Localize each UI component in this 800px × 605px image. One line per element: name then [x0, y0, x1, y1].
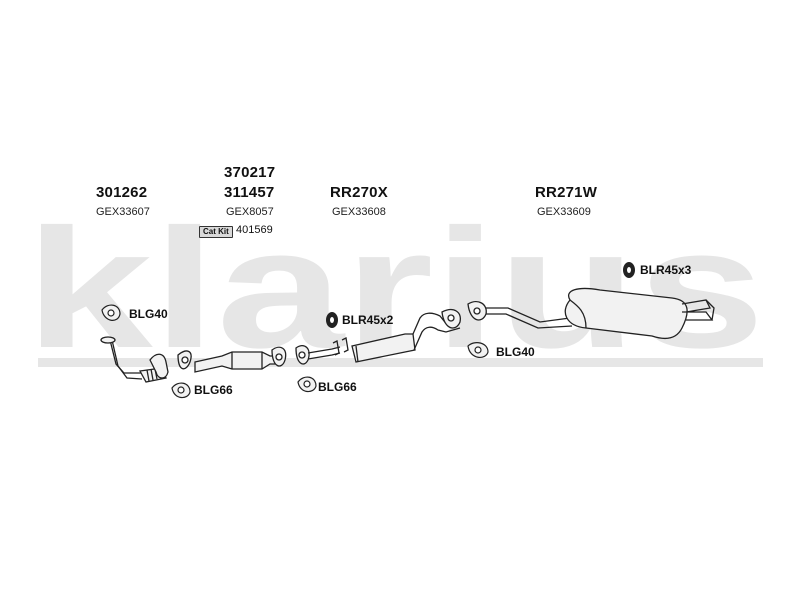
watermark-logo: klarius — [25, 194, 765, 384]
gasket-icon — [467, 342, 489, 358]
reference-code: GEX8057 — [226, 206, 274, 218]
accessory-label[interactable]: BLR45x3 — [640, 263, 692, 277]
cat-kit-number[interactable]: 401569 — [236, 224, 273, 236]
accessory-label[interactable]: BLG66 — [318, 380, 357, 394]
part-number[interactable]: 370217 — [224, 164, 276, 181]
rubber-mount-icon — [623, 262, 635, 278]
reference-code: GEX33609 — [537, 206, 591, 218]
accessory-label[interactable]: BLR45x2 — [342, 313, 394, 327]
catalytic-converter[interactable] — [177, 346, 287, 373]
watermark-underline — [38, 358, 763, 367]
part-number[interactable]: RR271W — [535, 184, 598, 201]
accessory-label[interactable]: BLG40 — [496, 345, 535, 359]
gasket-icon — [101, 304, 121, 321]
rubber-mount-icon — [326, 312, 338, 328]
part-number[interactable]: RR270X — [330, 184, 388, 201]
part-number[interactable]: 311457 — [224, 184, 275, 201]
part-number[interactable]: 301262 — [96, 184, 148, 201]
rear-silencer[interactable] — [467, 287, 715, 340]
accessory-label[interactable]: BLG40 — [129, 307, 168, 321]
reference-code: GEX33608 — [332, 206, 386, 218]
accessory-label[interactable]: BLG66 — [194, 383, 233, 397]
front-downpipe[interactable] — [100, 336, 169, 383]
intermediate-pipe[interactable] — [295, 308, 461, 365]
gasket-icon — [297, 376, 317, 393]
cat-kit-badge: Cat Kit — [199, 226, 233, 238]
reference-code: GEX33607 — [96, 206, 150, 218]
gasket-icon — [171, 382, 191, 399]
